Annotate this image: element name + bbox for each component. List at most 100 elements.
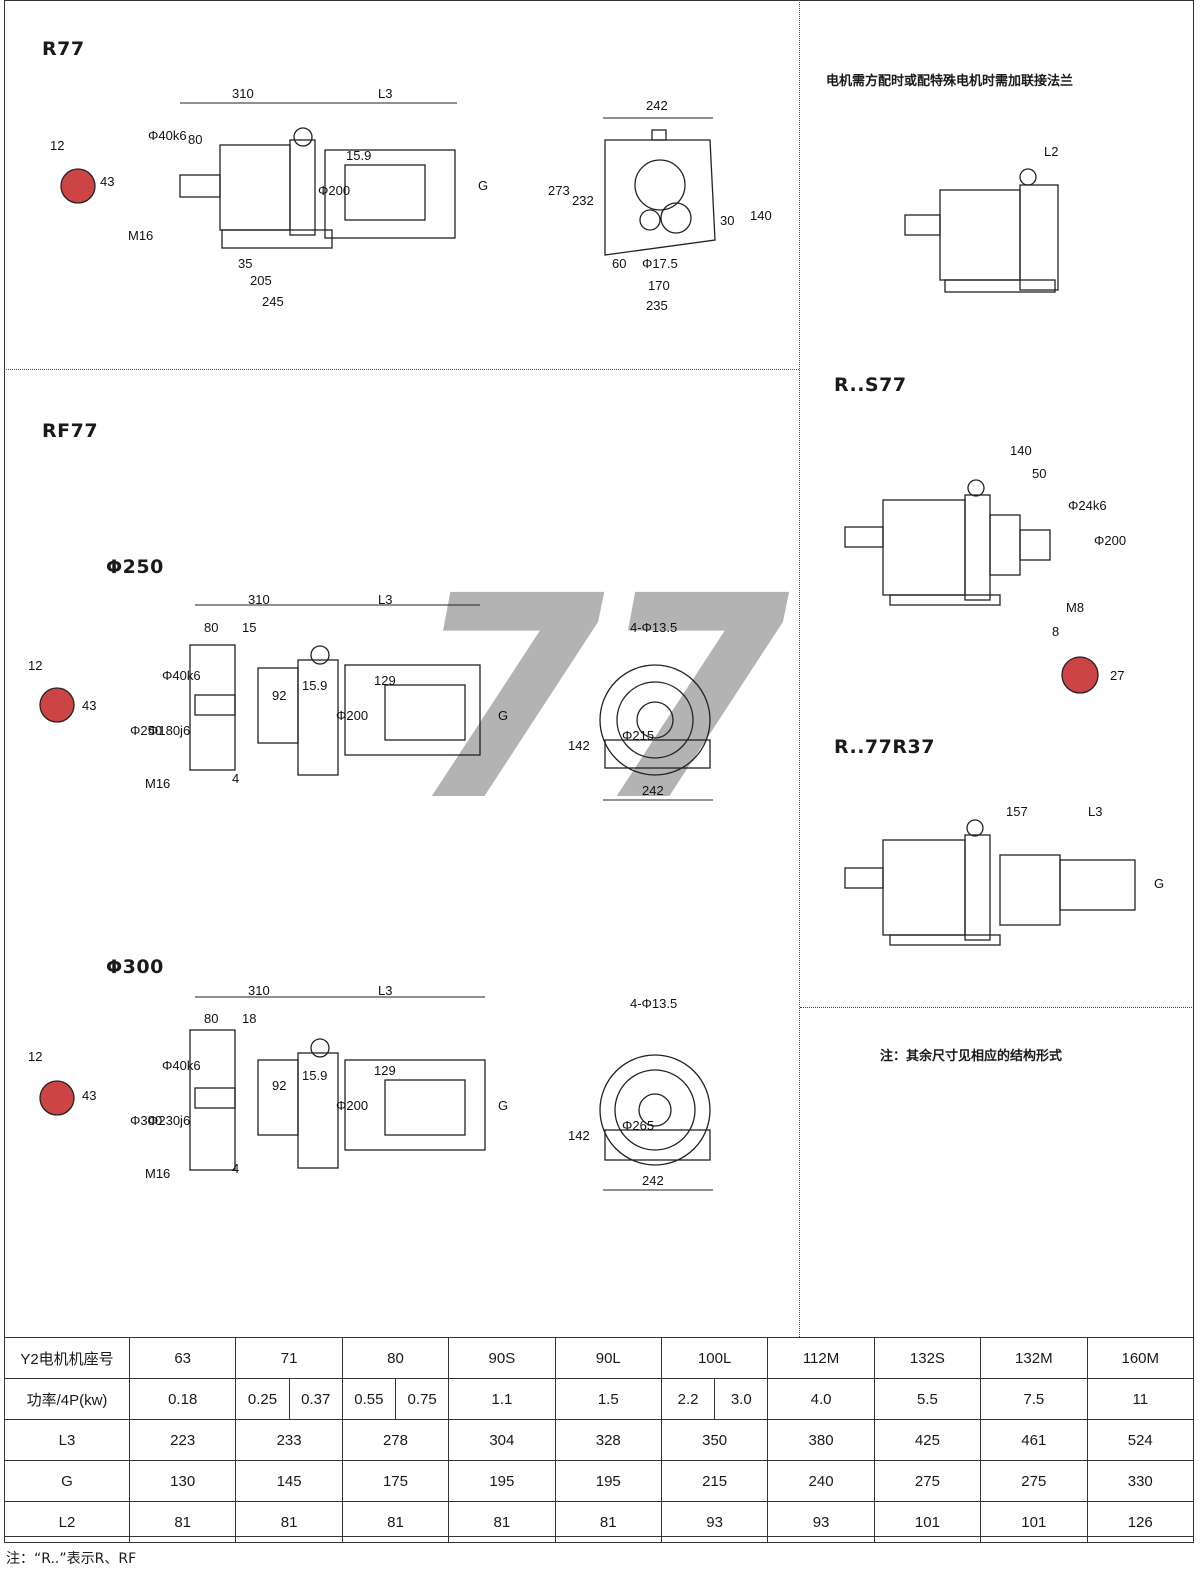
- table-cell: 195: [554, 1460, 662, 1502]
- dimension-label-phi300_end: 4-Φ13.5: [630, 996, 677, 1011]
- dimension-label-r77: 35: [238, 256, 252, 271]
- dimension-label-phi250_end: Φ215: [622, 728, 654, 743]
- table-cell: 80: [341, 1337, 450, 1379]
- dimension-label-phi250: 80: [204, 620, 218, 635]
- table-cell: 461: [980, 1419, 1088, 1461]
- dimension-label-phi300: G: [498, 1098, 508, 1113]
- dimension-label-phi250_end: 4-Φ13.5: [630, 620, 677, 635]
- dimension-label-r77: Φ40k6: [148, 128, 187, 143]
- dimension-label-flange: L2: [1044, 144, 1058, 159]
- dimension-label-phi300: 80: [204, 1011, 218, 1026]
- table-cell: 330: [1086, 1460, 1195, 1502]
- table-cell: 81: [554, 1501, 662, 1543]
- row-label: 功率/4P(kw): [4, 1378, 130, 1420]
- table-cell: 195: [448, 1460, 556, 1502]
- table-cell: 93: [660, 1501, 769, 1543]
- table-cell: 5.5: [873, 1378, 982, 1420]
- table-cell: 275: [980, 1460, 1088, 1502]
- dimension-label-phi250: G: [498, 708, 508, 723]
- dimension-label-r77_end: 60: [612, 256, 626, 271]
- dimension-label-rs77: 140: [1010, 443, 1032, 458]
- dimension-label-phi250: 15.9: [302, 678, 327, 693]
- table-cell: 81: [128, 1501, 237, 1543]
- dimension-label-r77_end: 140: [750, 208, 772, 223]
- table-cell: 223: [128, 1419, 237, 1461]
- dimension-label-phi300_end: 142: [568, 1128, 590, 1143]
- title-phi300: Φ300: [106, 956, 164, 978]
- title-rf77: RF77: [42, 420, 99, 442]
- dimension-label-phi300_end: Φ265: [622, 1118, 654, 1133]
- section-divider-left: [4, 369, 799, 370]
- dimension-label-phi300: Φ300: [130, 1113, 162, 1128]
- dimension-label-r77r37: L3: [1088, 804, 1102, 819]
- dimension-label-r77: 205: [250, 273, 272, 288]
- table-cell: 100L: [660, 1337, 769, 1379]
- dimension-label-r77: 245: [262, 294, 284, 309]
- table-cell: 90L: [554, 1337, 662, 1379]
- table-cell: 425: [873, 1419, 982, 1461]
- dimension-label-r77_end: 273: [548, 183, 570, 198]
- dimension-label-r77_end: 170: [648, 278, 670, 293]
- row-label: L2: [4, 1501, 130, 1543]
- title-rs77: R..S77: [834, 374, 907, 396]
- dimension-label-phi300: 12: [28, 1049, 42, 1064]
- table-cell: 380: [767, 1419, 875, 1461]
- dimension-label-phi300: Φ230j6: [148, 1113, 190, 1128]
- row-label: Y2电机机座号: [4, 1337, 130, 1379]
- table-cell: 1.1: [448, 1378, 556, 1420]
- technical-drawings: [39, 102, 1136, 1191]
- table-cell: 4.0: [767, 1378, 875, 1420]
- dimension-label-r77: Φ200: [318, 183, 350, 198]
- other-dims-note: 注：其余尺寸见相应的结构形式: [880, 1049, 1063, 1064]
- dimension-label-rs77: 27: [1110, 668, 1124, 683]
- table-cell: 278: [341, 1419, 450, 1461]
- dimension-label-phi300: 15.9: [302, 1068, 327, 1083]
- phi300-end-view: [599, 1054, 713, 1191]
- dimension-label-phi250_end: 142: [568, 738, 590, 753]
- dimension-label-rs77: Φ200: [1094, 533, 1126, 548]
- dimension-label-phi250: Φ180j6: [148, 723, 190, 738]
- row-label: L3: [4, 1419, 130, 1461]
- table-cell: 132S: [873, 1337, 982, 1379]
- dimension-label-phi250: Φ250: [130, 723, 162, 738]
- dimension-label-phi300: 310: [248, 983, 270, 998]
- table-cell: 101: [980, 1501, 1088, 1543]
- table-cell: 145: [235, 1460, 343, 1502]
- table-cell: 130: [128, 1460, 237, 1502]
- r77r37-view: [844, 819, 1136, 946]
- table-cell: 328: [554, 1419, 662, 1461]
- table-cell: 0.18: [128, 1378, 237, 1420]
- table-cell: 90S: [448, 1337, 556, 1379]
- title-r77r37: R..77R37: [834, 736, 935, 758]
- dimension-label-phi250: 310: [248, 592, 270, 607]
- row-label: G: [4, 1460, 130, 1502]
- dimension-label-phi250: 43: [82, 698, 96, 713]
- r77-side-view: [60, 102, 457, 249]
- dimension-label-phi300_end: 242: [642, 1173, 664, 1188]
- phi300-side-view: [39, 996, 486, 1171]
- dimension-label-phi300: 4: [232, 1161, 239, 1176]
- dimension-label-phi250: 15: [242, 620, 256, 635]
- dimension-label-phi250: 129: [374, 673, 396, 688]
- flange-note: 电机需方配时或配特殊电机时需加联接法兰: [826, 74, 1074, 89]
- table-cell: 93: [767, 1501, 875, 1543]
- dimension-label-phi250: Φ200: [336, 708, 368, 723]
- title-r77: R77: [42, 38, 85, 60]
- dimension-label-r77r37: 157: [1006, 804, 1028, 819]
- dimension-label-r77: 80: [188, 132, 202, 147]
- flange-view: [904, 168, 1059, 293]
- section-divider-right: [800, 1007, 1192, 1008]
- dimension-label-phi250: L3: [378, 592, 392, 607]
- table-cell: 233: [235, 1419, 343, 1461]
- table-cell: 215: [660, 1460, 769, 1502]
- dimension-label-r77_end: 242: [646, 98, 668, 113]
- table-cell: 304: [448, 1419, 556, 1461]
- dimension-label-r77_end: Φ17.5: [642, 256, 678, 271]
- dimension-label-rs77: Φ24k6: [1068, 498, 1107, 513]
- table-cell: 1.5: [554, 1378, 662, 1420]
- dimension-label-phi250: Φ40k6: [162, 668, 201, 683]
